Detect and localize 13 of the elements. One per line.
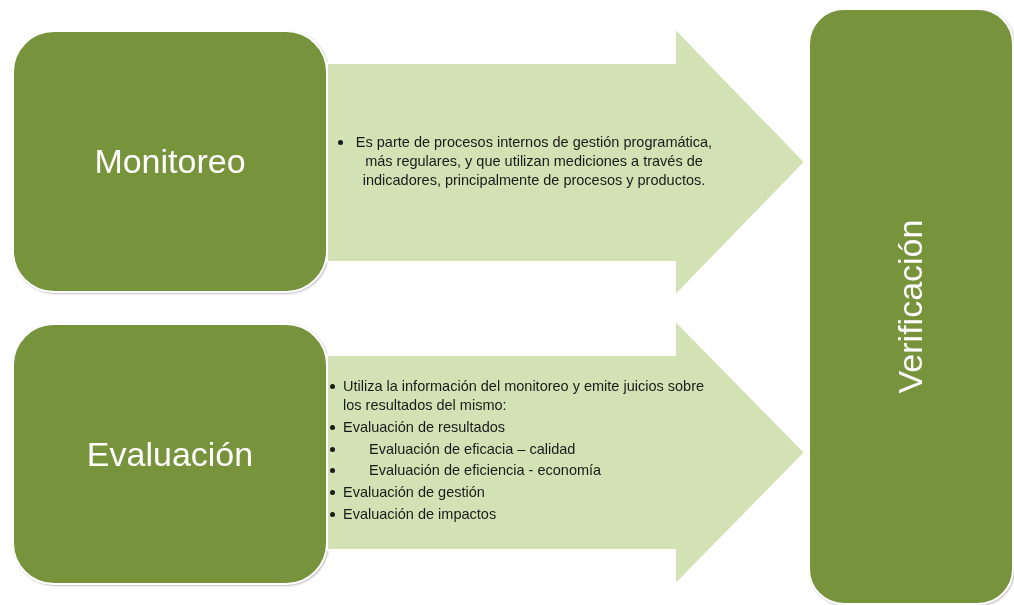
- rounded-box: [12, 323, 328, 585]
- bullet-text: Evaluación de eficacia – calidad: [369, 439, 576, 459]
- bullet-text: Evaluación de resultados: [343, 417, 506, 437]
- rounded-box: [808, 8, 1014, 605]
- bullet-text: Evaluación de eficiencia - economía: [369, 461, 602, 481]
- bullet-text: Utiliza la información del monitoreo y emite juicios sobre los resultados del mismo:: [343, 377, 706, 415]
- bullet-text: Evaluación de impactos: [343, 505, 497, 524]
- box-label: Monitoreo: [94, 142, 246, 181]
- rounded-box: [12, 30, 328, 293]
- box-label: Verificación: [891, 219, 931, 394]
- bullet-text: Evaluación de gestión: [343, 483, 485, 503]
- box-label: Evaluación: [86, 434, 254, 474]
- bullet-text: Es parte de procesos internos de gestión programática, más regulares, y que utilizan mediciones a través de indicadores, principalmente de procesos y productos.: [354, 133, 714, 190]
